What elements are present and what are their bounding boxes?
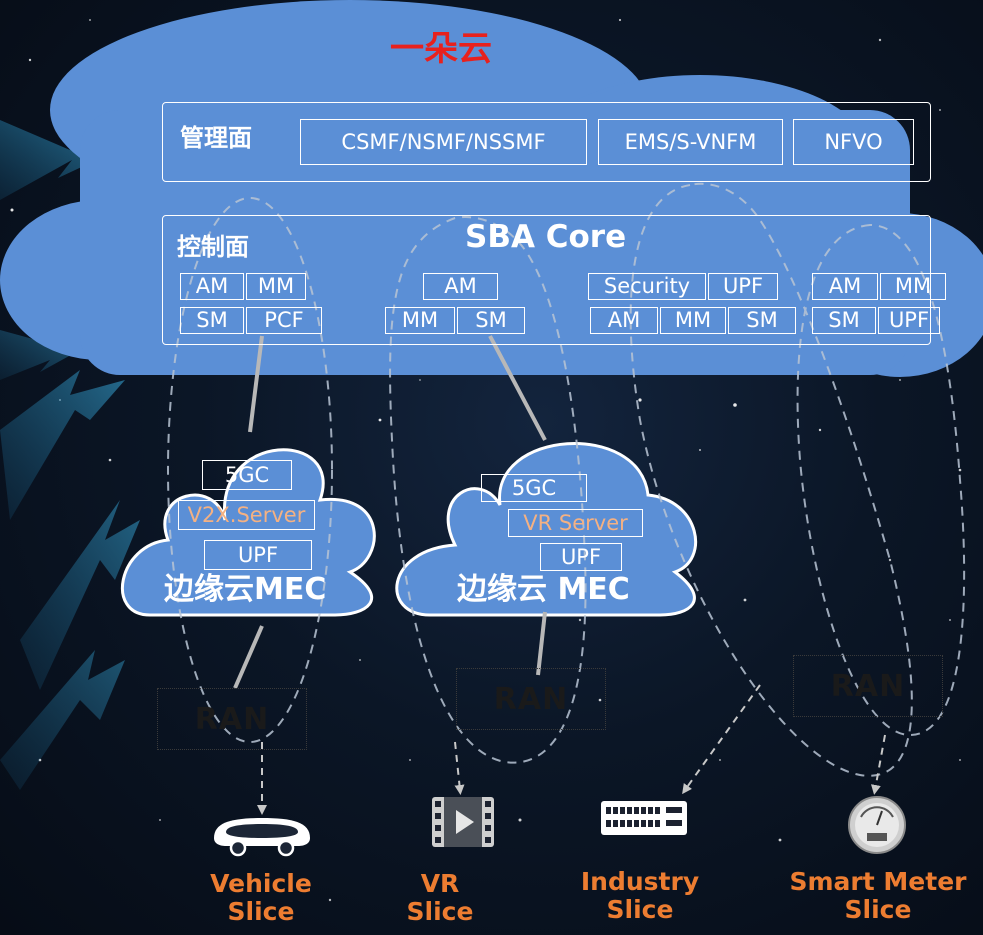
slice-label-line2: Slice	[227, 897, 295, 926]
slice-label-line1: VR	[420, 869, 460, 898]
nf-am-box: AM	[423, 273, 498, 300]
vehicle-slice-label: Vehicle Slice	[195, 870, 327, 926]
csmf-nsmf-nssmf-box: CSMF/NSMF/NSSMF	[300, 119, 587, 165]
slice-boundaries	[167, 182, 966, 777]
smart-meter-slice-label: Smart Meter Slice	[775, 868, 981, 924]
edge-5gc-box: 5GC	[481, 474, 587, 502]
vr-server-box: VR Server	[508, 509, 643, 537]
slice-label-line2: Slice	[844, 895, 912, 924]
control-plane-label: 控制面	[177, 233, 249, 261]
edge-cloud-left-label: 边缘云MEC	[164, 572, 327, 607]
nf-upf-box: UPF	[708, 273, 778, 300]
car-icon	[214, 818, 310, 857]
slice-label-line1: Industry	[580, 867, 700, 896]
edge-cloud-left-shape	[121, 448, 376, 617]
nf-mm-box: MM	[880, 273, 946, 300]
sba-core-heading: SBA Core	[465, 219, 627, 255]
edge-upf-box: UPF	[540, 543, 622, 571]
slice-label-line1: Smart Meter	[789, 867, 967, 896]
nf-sm-box: SM	[728, 307, 796, 334]
v2x-server-box: V2X.Server	[178, 500, 315, 530]
nf-mm-box: MM	[385, 307, 455, 334]
edge-5gc-box: 5GC	[202, 460, 292, 490]
network-switch-icon	[601, 801, 687, 835]
meter-gauge-icon	[848, 796, 906, 854]
nf-pcf-box: PCF	[246, 307, 322, 334]
nf-mm-box: MM	[660, 307, 726, 334]
management-plane-panel	[162, 102, 931, 182]
slice-arrows	[257, 684, 886, 815]
ran-box-smart-meter: RAN	[793, 655, 943, 717]
ems-svnfm-box: EMS/S-VNFM	[598, 119, 783, 165]
edge-upf-box: UPF	[204, 540, 312, 570]
nf-am-box: AM	[812, 273, 878, 300]
edge-cloud-right-label: 边缘云 MEC	[457, 572, 630, 607]
nf-mm-box: MM	[246, 273, 306, 300]
diagram-title: 一朵云	[390, 29, 492, 69]
nf-security-box: Security	[588, 273, 706, 300]
slice-label-line2: Slice	[406, 897, 474, 926]
edge-cloud-right-shape	[395, 442, 698, 617]
central-cloud	[0, 0, 983, 377]
slice-label-line1: Vehicle	[210, 869, 312, 898]
nf-am-box: AM	[590, 307, 658, 334]
nf-sm-box: SM	[457, 307, 525, 334]
control-plane-panel	[162, 215, 931, 345]
slice-label-line2: Slice	[606, 895, 674, 924]
nf-sm-box: SM	[812, 307, 876, 334]
decorative-arrows	[0, 120, 140, 790]
connector-lines	[233, 335, 547, 689]
industry-slice-label: Industry Slice	[565, 868, 715, 924]
nf-sm-box: SM	[180, 307, 244, 334]
nf-am-box: AM	[180, 273, 244, 300]
nf-upf-box: UPF	[878, 307, 940, 334]
nfvo-box: NFVO	[793, 119, 914, 165]
ran-box-vehicle: RAN	[157, 688, 307, 750]
management-plane-label: 管理面	[180, 124, 252, 152]
ran-box-vr: RAN	[456, 668, 606, 730]
vr-slice-label: VR Slice	[390, 870, 490, 926]
video-play-icon	[432, 797, 494, 847]
